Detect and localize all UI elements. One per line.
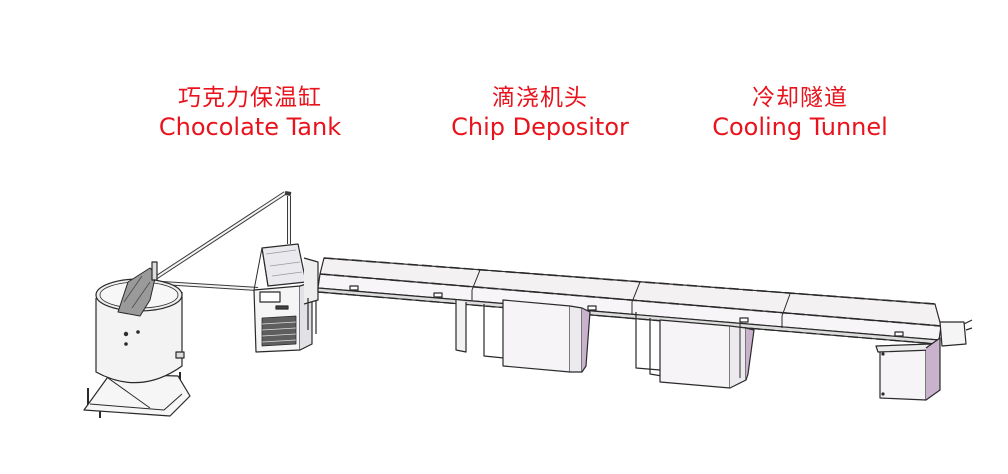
label-chip-depositor-zh: 滴浇机头 [492,85,588,111]
label-cooling-tunnel: 冷却隧道 Cooling Tunnel [680,84,920,142]
label-chocolate-tank-en: Chocolate Tank [158,113,342,141]
label-cooling-tunnel-zh: 冷却隧道 [752,85,848,111]
label-cooling-tunnel-en: Cooling Tunnel [712,113,888,141]
chocolate-tank [83,261,191,418]
chip-depositor [253,243,319,353]
label-chip-depositor: 滴浇机头 Chip Depositor [415,84,665,142]
cooling-tunnel [317,257,942,345]
label-chocolate-tank: 巧克力保温缸 Chocolate Tank [130,84,370,142]
label-chocolate-tank-zh: 巧克力保温缸 [178,85,322,111]
tunnel-supports [455,299,973,401]
label-chip-depositor-en: Chip Depositor [451,113,629,141]
